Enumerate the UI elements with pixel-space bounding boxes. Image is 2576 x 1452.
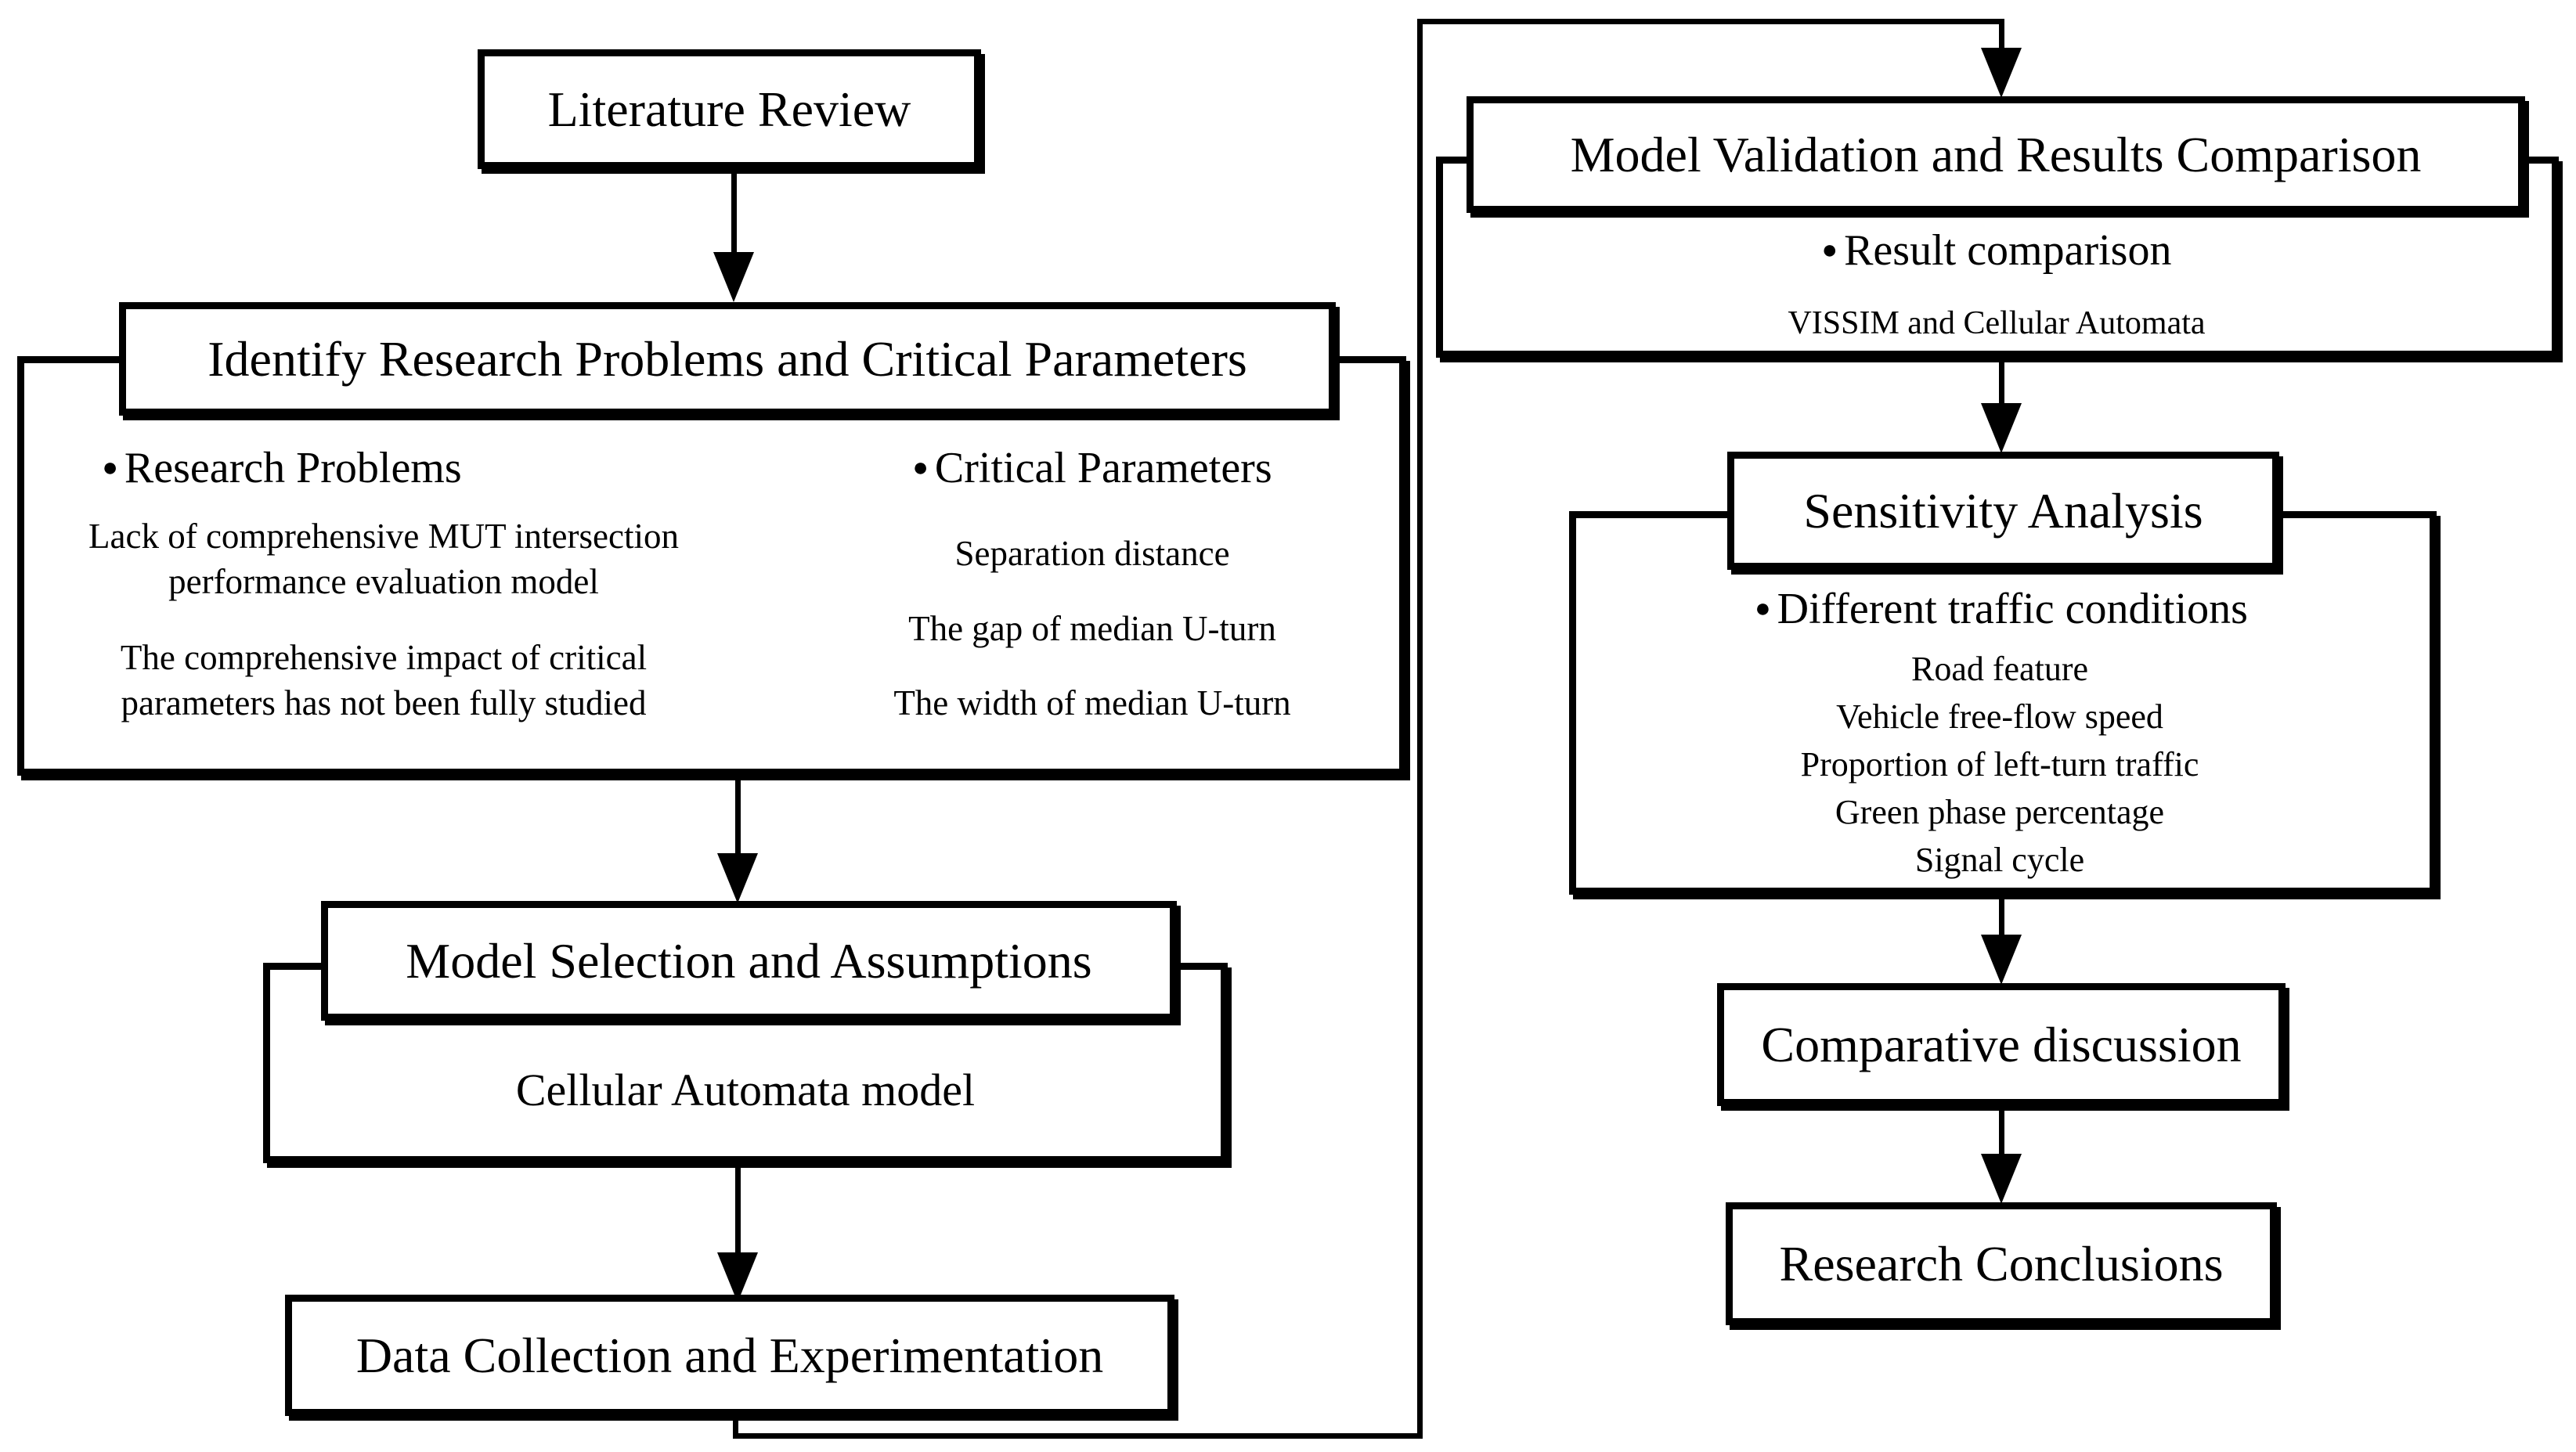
connector-line <box>1999 1104 2004 1158</box>
node-identify-problems-label: Identify Research Problems and Critical … <box>207 330 1247 387</box>
node-model-selection-label: Model Selection and Assumptions <box>406 932 1092 989</box>
sensitivity-detail-panel <box>1569 511 2437 895</box>
node-literature-review: Literature Review <box>478 49 981 169</box>
node-identify-problems: Identify Research Problems and Critical … <box>119 302 1336 416</box>
node-research-conclusions: Research Conclusions <box>1726 1202 2277 1325</box>
connector-line <box>733 1414 738 1439</box>
arrow-down-icon <box>717 1252 758 1302</box>
sensitivity-item: Proportion of left-turn traffic <box>1800 745 2199 784</box>
sensitivity-item: Vehicle free-flow speed <box>1836 697 2163 736</box>
critical-parameter-item: The width of median U-turn <box>893 683 1291 722</box>
model-selection-detail: Cellular Automata model <box>515 1064 976 1115</box>
connector-line <box>1999 356 2004 408</box>
connector-line <box>735 773 741 858</box>
node-model-selection: Model Selection and Assumptions <box>321 901 1177 1021</box>
result-comparison-subtext: VISSIM and Cellular Automata <box>1788 305 2206 341</box>
critical-parameter-item: The gap of median U-turn <box>908 609 1276 648</box>
node-sensitivity-analysis: Sensitivity Analysis <box>1727 452 2279 570</box>
sensitivity-item: Signal cycle <box>1914 841 2085 879</box>
node-research-conclusions-label: Research Conclusions <box>1779 1235 2224 1292</box>
critical-parameter-item: Separation distance <box>954 534 1230 573</box>
bullet-icon: ● <box>912 453 929 482</box>
arrow-down-icon <box>717 853 758 903</box>
research-problems-heading-label: Research Problems <box>124 444 462 492</box>
critical-parameters-heading: ● Critical Parameters <box>857 443 1327 493</box>
node-model-validation-label: Model Validation and Results Comparison <box>1570 126 2422 182</box>
node-model-validation: Model Validation and Results Comparison <box>1467 96 2525 213</box>
traffic-conditions-heading: ● Different traffic conditions <box>1610 585 2393 633</box>
traffic-conditions-heading-label: Different traffic conditions <box>1777 585 2248 633</box>
arrow-down-icon <box>713 252 754 302</box>
bullet-icon: ● <box>1821 236 1838 265</box>
node-data-collection: Data Collection and Experimentation <box>285 1295 1174 1416</box>
connector-line <box>1999 893 2004 939</box>
connector-line <box>735 1162 741 1256</box>
connector-line <box>731 168 737 257</box>
node-comparative-discussion-label: Comparative discussion <box>1761 1016 2242 1072</box>
node-sensitivity-analysis-label: Sensitivity Analysis <box>1803 482 2203 539</box>
sensitivity-item: Road feature <box>1911 650 2088 688</box>
node-comparative-discussion: Comparative discussion <box>1717 983 2286 1106</box>
arrow-down-icon <box>1981 48 2022 98</box>
sensitivity-item-list: Road feature Vehicle free-flow speed Pro… <box>1608 645 2391 884</box>
node-literature-review-label: Literature Review <box>547 81 911 137</box>
connector-line <box>1999 19 2004 53</box>
critical-parameters-heading-label: Critical Parameters <box>934 444 1272 492</box>
result-comparison-heading-label: Result comparison <box>1844 226 2172 275</box>
bullet-icon: ● <box>102 453 118 482</box>
arrow-down-icon <box>1981 403 2022 453</box>
research-problem-item: Lack of comprehensive MUT intersection p… <box>88 517 679 601</box>
arrow-down-icon <box>1981 1154 2022 1204</box>
bullet-icon: ● <box>1755 594 1771 623</box>
research-problems-heading: ● Research Problems <box>47 443 517 493</box>
connector-line <box>1417 19 2004 24</box>
sensitivity-item: Green phase percentage <box>1835 793 2165 831</box>
research-problem-item: The comprehensive impact of critical par… <box>120 638 648 722</box>
connector-line <box>733 1433 1423 1439</box>
arrow-down-icon <box>1981 935 2022 985</box>
node-data-collection-label: Data Collection and Experimentation <box>355 1327 1104 1383</box>
connector-line <box>1417 19 1423 1439</box>
result-comparison-heading: ● Result comparison <box>1644 226 2349 275</box>
